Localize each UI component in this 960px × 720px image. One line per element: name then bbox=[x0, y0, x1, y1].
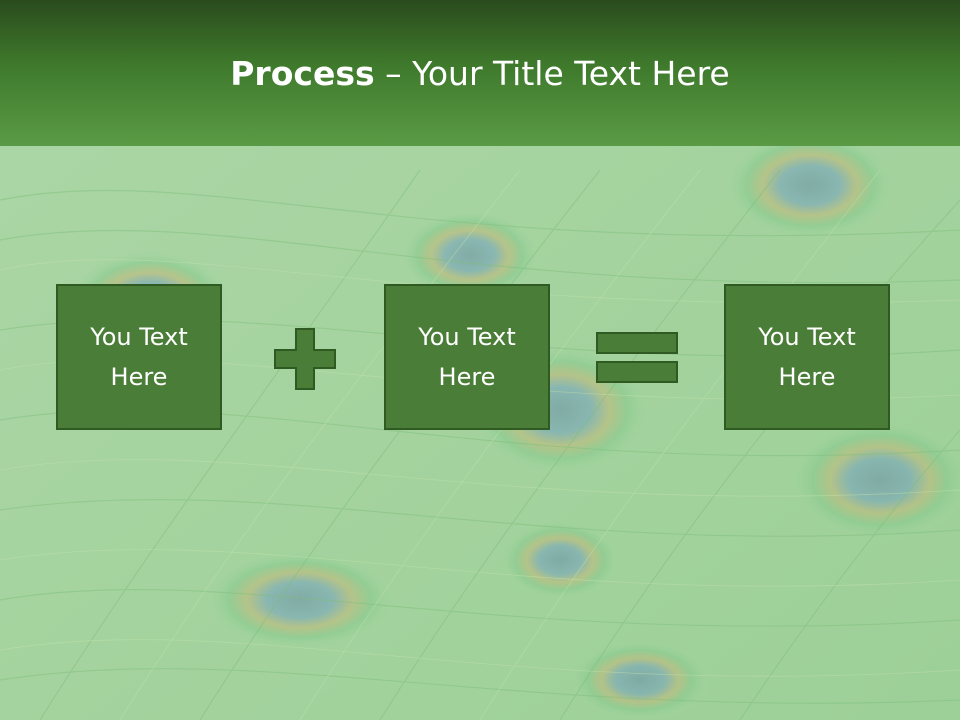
plus-icon bbox=[274, 328, 336, 390]
process-box-2: You Text Here bbox=[384, 284, 550, 430]
process-box-1: You Text Here bbox=[56, 284, 222, 430]
process-box-2-text: You Text Here bbox=[418, 323, 516, 391]
title-bar bbox=[0, 0, 960, 146]
title-rest-text: – Your Title Text Here bbox=[374, 54, 730, 93]
process-box-1-text: You Text Here bbox=[90, 323, 188, 391]
process-box-3: You Text Here bbox=[724, 284, 890, 430]
title-bold-text: Process bbox=[230, 54, 375, 93]
slide-title: Process – Your Title Text Here bbox=[0, 52, 960, 96]
process-box-3-text: You Text Here bbox=[758, 323, 856, 391]
equals-icon bbox=[596, 332, 678, 383]
